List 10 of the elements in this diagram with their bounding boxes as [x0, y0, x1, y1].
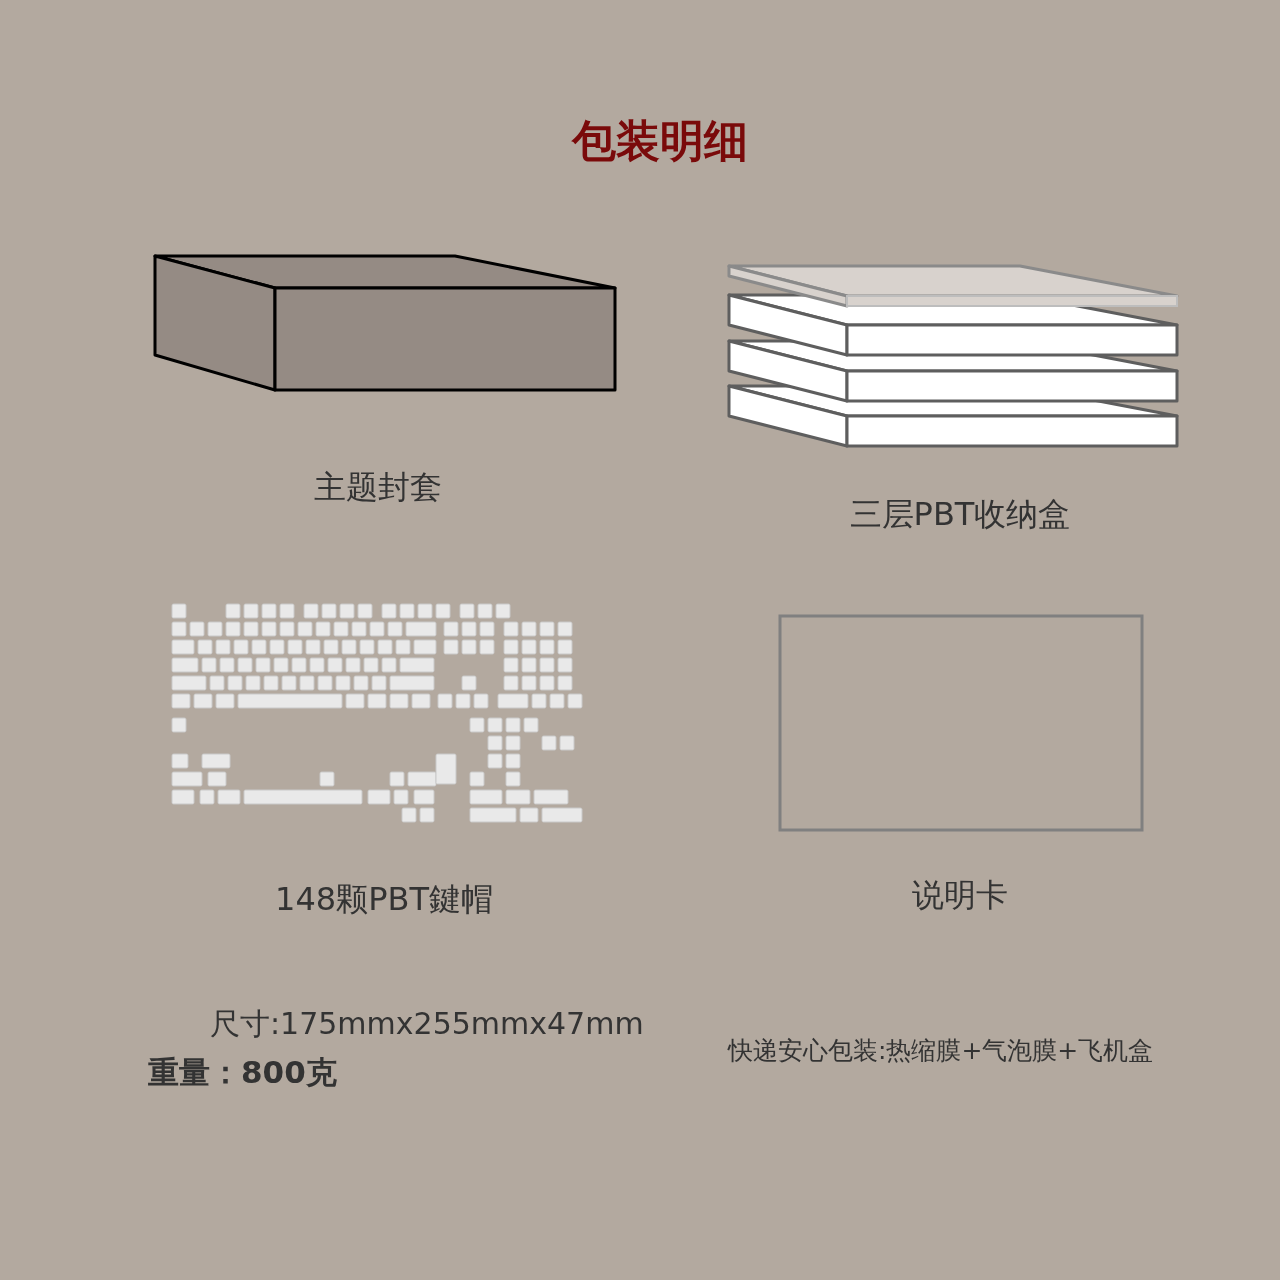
keycap-set-drawing: [170, 602, 586, 826]
dimensions-note: 尺寸:175mmx255mmx47mm: [210, 1005, 644, 1043]
page-title: 包装明细: [570, 114, 749, 168]
node-label: 三层PBT收纳盒: [849, 494, 1071, 535]
card-outline: [778, 614, 1144, 832]
node-label: 说明卡: [912, 875, 1008, 916]
node-label: 148颗PBT鍵帽: [275, 879, 493, 920]
shipping-note: 快递安心包装:热缩膜+气泡膜+飞机盒: [728, 1035, 1154, 1067]
node-label: 主题封套: [314, 467, 442, 508]
weight-note: 重量：800克: [148, 1053, 337, 1092]
